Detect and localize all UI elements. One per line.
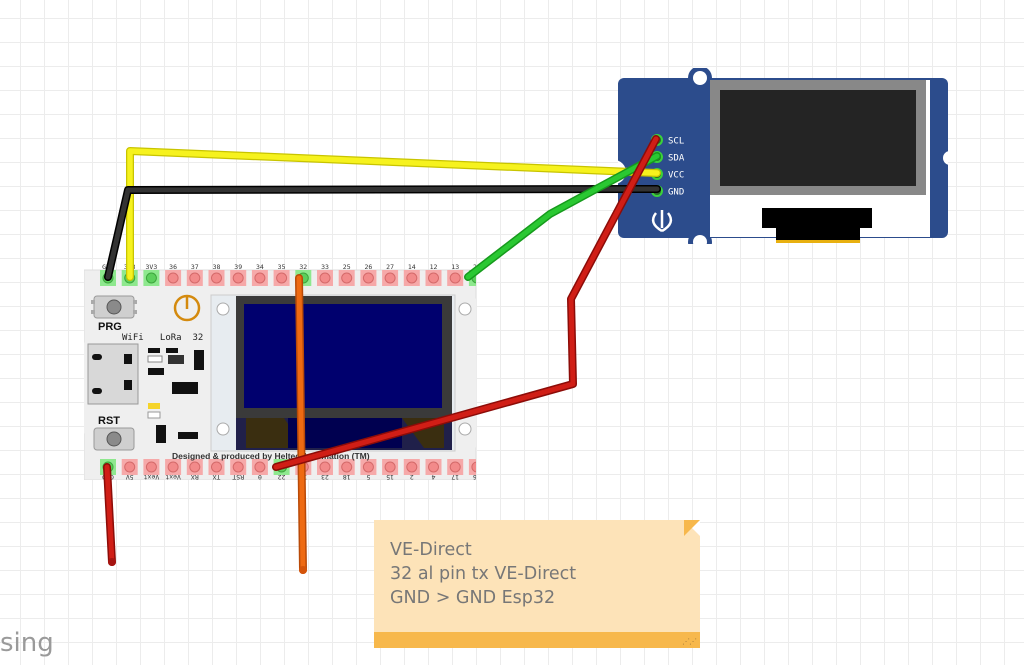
pin-5[interactable]: 5 [360,459,377,480]
board-model-label: WiFi LoRa 32 [122,333,203,343]
pin-tx[interactable]: TX [208,459,225,480]
app-brand-logo: sing [0,628,54,658]
pin-34[interactable]: 34 [251,263,268,286]
pin-label: 37 [191,263,199,271]
note-fold-corner [684,520,700,536]
sticky-note[interactable]: VE-Direct 32 al pin tx VE-Direct GND > G… [374,520,700,648]
mount-hole [693,235,707,244]
rst-label: RST [98,415,120,427]
mount-hole [943,151,948,165]
pin-label: Vext [165,473,181,480]
pin-17[interactable]: 17 [447,459,464,480]
grove-logo-icon [651,210,673,233]
pin-39[interactable]: 39 [230,263,247,286]
pin-label: 23 [321,473,329,480]
pin-25[interactable]: 25 [338,263,355,286]
oled-pin-label: SDA [668,154,685,164]
pin-label: 18 [343,473,351,480]
pin-label: 5 [366,473,370,480]
pin-0[interactable]: 0 [251,459,268,480]
pin-label: 13 [451,263,459,271]
oled-pin-label: VCC [668,171,684,181]
pin-38[interactable]: 38 [208,263,225,286]
pin-36[interactable]: 36 [165,263,182,286]
pin-label: 38 [213,263,221,271]
note-footer-band [374,632,700,648]
pin-label: 2 [410,473,414,480]
pin-rst[interactable]: RST [230,459,247,480]
power-led-icon [173,294,201,322]
pin-rx[interactable]: RX [186,459,203,480]
wire-end[interactable] [299,566,307,574]
credit-label: Designed & produced by Heltec Automation… [172,451,370,461]
pin-label: 22 [278,473,286,480]
pin-label: 26 [364,263,372,271]
note-line: 32 al pin tx VE-Direct [390,564,577,584]
pin-label: 36 [169,263,177,271]
pin-26[interactable]: 26 [360,263,377,286]
micro-usb-port[interactable] [87,343,139,405]
pin-37[interactable]: 37 [186,263,203,286]
pin-27[interactable]: 27 [382,263,399,286]
pin-label: 3V3 [146,263,158,271]
pin-16[interactable]: 16 [468,459,476,480]
note-line: VE-Direct [390,540,472,560]
pin-label: 12 [430,263,438,271]
pin-label: 5V [126,473,134,480]
pin-label: 0 [258,473,262,480]
oled-pin-label: SCL [668,137,684,147]
rst-button[interactable] [93,427,135,451]
pin-18[interactable]: 18 [338,459,355,480]
pin-label: 17 [451,473,459,480]
pin-label: RX [191,473,199,480]
pin-label: 39 [234,263,242,271]
pin-3v3[interactable]: 3V3 [143,263,160,286]
pin-label: 27 [386,263,394,271]
pin-vext[interactable]: Vext [143,459,160,480]
pin-2[interactable]: 2 [403,459,420,480]
pin-label: Vext [143,473,159,480]
pin-12[interactable]: 12 [425,263,442,286]
pin-14[interactable]: 14 [403,263,420,286]
pin-4[interactable]: 4 [425,459,442,480]
pin-vext[interactable]: Vext [165,459,182,480]
pin-5v[interactable]: 5V [121,459,138,480]
wire-end[interactable] [108,558,116,566]
pin-label: 14 [408,263,416,271]
pin-label: 35 [278,263,286,271]
heltec-wifi-lora32-board[interactable]: GND3V33V3363738393435323325262714121321 … [84,262,476,480]
pin-label: 15 [386,473,394,480]
top-pin-header: GND3V33V3363738393435323325262714121321 [100,263,476,286]
pin-35[interactable]: 35 [273,263,290,286]
pin-label: RST [232,473,244,480]
mount-hole [693,71,707,85]
note-text[interactable]: VE-Direct 32 al pin tx VE-Direct GND > G… [390,538,576,610]
flex-connector [776,224,860,240]
resize-grip-icon[interactable]: ⋰⋰ [682,637,697,646]
pin-label: 16 [473,473,476,480]
prg-button[interactable] [91,295,137,319]
pin-15[interactable]: 15 [382,459,399,480]
pin-label: 34 [256,263,264,271]
pin-label: 25 [343,263,351,271]
pin-label: 32 [299,263,307,271]
oled-screen [720,90,916,186]
smd-components [147,348,204,443]
pin-label: TX [213,473,221,480]
note-line: GND > GND Esp32 [390,588,556,608]
prg-label: PRG [98,321,122,333]
pin-23[interactable]: 23 [317,459,333,480]
pin-label: 33 [321,263,329,271]
pin-33[interactable]: 33 [317,263,333,286]
pin-label: 4 [431,473,435,480]
oled-pin-label: GND [668,188,684,198]
pin-13[interactable]: 13 [447,263,464,286]
